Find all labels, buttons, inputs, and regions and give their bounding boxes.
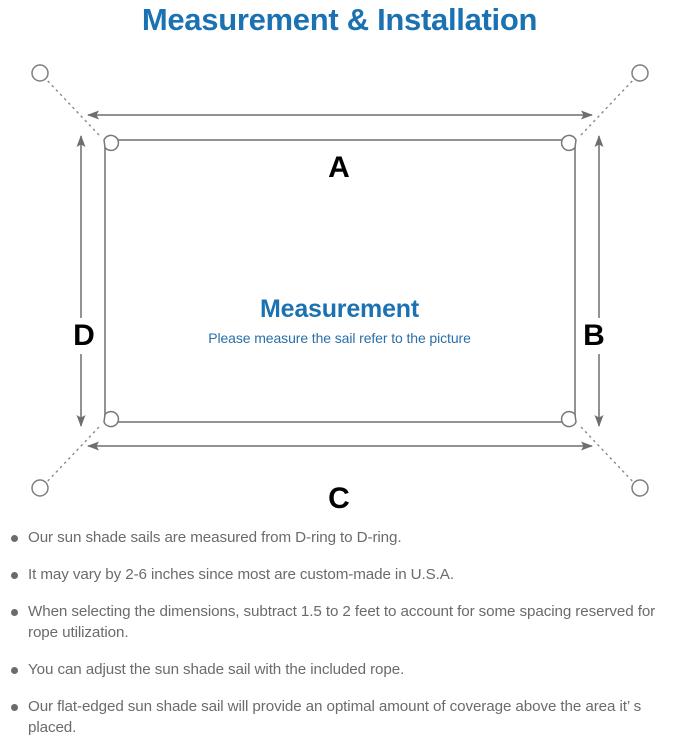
rope-bottom-right — [580, 426, 637, 486]
list-item: When selecting the dimensions, subtract … — [0, 602, 679, 644]
dimension-label-d: D — [68, 318, 100, 354]
rope-bottom-left — [43, 426, 100, 486]
center-subtitle: Please measure the sail refer to the pic… — [208, 330, 471, 346]
list-item-text: Our sun shade sails are measured from D-… — [28, 529, 402, 546]
center-heading: Measurement — [260, 295, 419, 323]
d-ring-top-left — [103, 134, 120, 152]
dimension-label-b: B — [578, 318, 610, 354]
diagram-canvas — [31, 64, 649, 497]
d-ring-bottom-right — [560, 410, 577, 428]
bullet-dot-icon — [11, 535, 18, 542]
anchor-point-bottom-right — [631, 479, 649, 497]
bullet-dot-icon — [11, 703, 18, 711]
dimension-label-c: C — [322, 484, 356, 514]
page-title: Measurement & Installation — [141, 2, 538, 37]
d-ring-top-right — [560, 134, 577, 152]
list-item: Our flat-edged sun shade sail will provi… — [0, 697, 679, 739]
bullet-dot-icon — [11, 608, 18, 616]
list-item: Our sun shade sails are measured from D-… — [0, 528, 679, 549]
anchor-point-bottom-left — [31, 479, 49, 497]
anchor-point-top-left — [31, 64, 49, 82]
anchor-point-top-right — [631, 64, 649, 82]
list-item: It may vary by 2-6 inches since most are… — [0, 565, 679, 586]
list-item: You can adjust the sun shade sail with t… — [0, 660, 679, 681]
rope-top-right — [580, 76, 637, 136]
d-ring-bottom-left — [103, 410, 120, 428]
dimension-label-a: A — [322, 153, 356, 183]
notes-list: Our sun shade sails are measured from D-… — [0, 528, 679, 755]
list-item-text: Our flat-edged sun shade sail will provi… — [28, 697, 642, 736]
list-item-text: When selecting the dimensions, subtract … — [28, 602, 656, 641]
list-item-text: It may vary by 2-6 inches since most are… — [28, 565, 454, 583]
sail-center-caption: Measurement Please measure the sail refe… — [0, 295, 679, 346]
sail-body — [104, 139, 576, 423]
list-item-text: You can adjust the sun shade sail with t… — [28, 660, 405, 678]
rope-top-left — [43, 76, 100, 136]
bullet-dot-icon — [11, 666, 18, 674]
bullet-dot-icon — [11, 571, 18, 579]
measurement-diagram: A B C D Measurement Please measure the s… — [0, 55, 679, 515]
